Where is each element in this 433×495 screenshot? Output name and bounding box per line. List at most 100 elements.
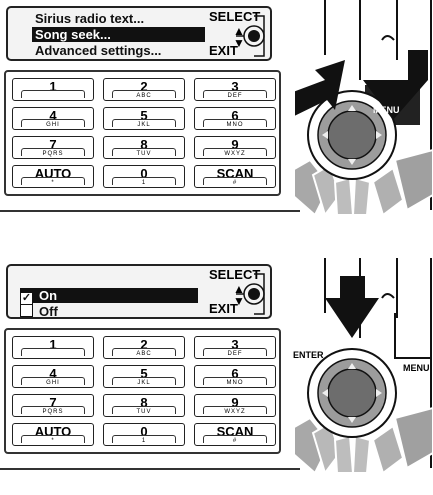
preset-key-sublabel: DEF (227, 351, 243, 357)
preset-key-sublabel: WXYZ (224, 409, 246, 415)
preset-key-sublabel: 1 (141, 438, 147, 444)
preset-key-sublabel: GHI (46, 380, 60, 386)
key-sublabel-frame (203, 406, 267, 414)
press-arrow-icon (325, 276, 379, 338)
key-sublabel-frame (21, 119, 85, 127)
press-arrow-icon (285, 50, 428, 120)
preset-key-0[interactable]: 1 (12, 336, 94, 359)
preset-key-sublabel: * (51, 180, 55, 186)
preset-key-label: 8 (140, 395, 148, 410)
key-sublabel-frame (21, 177, 85, 185)
menu-item-sirius-radio-text[interactable]: Sirius radio text... (35, 11, 145, 26)
preset-key-label: 4 (49, 366, 57, 381)
key-sublabel-frame (203, 148, 267, 156)
preset-key-label: AUTO (34, 424, 72, 439)
preset-key-label: 6 (231, 108, 239, 123)
key-sublabel-frame (203, 377, 267, 385)
display-screen: ✓On Off SELECT ▲▼ EXIT (6, 264, 272, 319)
enter-label: ENTER (293, 350, 324, 360)
menu-button-label: MENU (373, 105, 400, 115)
key-sublabel-frame (112, 377, 176, 385)
key-sublabel-frame (21, 406, 85, 414)
phone-icon (381, 35, 395, 41)
preset-key-11[interactable]: SCAN# (194, 423, 276, 446)
preset-key-label: 4 (49, 108, 57, 123)
display-screen: Sirius radio text... Song seek... Advanc… (6, 6, 272, 61)
preset-key-sublabel: JKL (137, 122, 151, 128)
preset-key-label: 3 (231, 79, 239, 94)
preset-key-0[interactable]: 1 (12, 78, 94, 101)
checkbox-empty-icon[interactable] (20, 304, 33, 317)
preset-key-sublabel: 1 (141, 180, 147, 186)
key-sublabel-frame (21, 348, 85, 356)
key-sublabel-frame (203, 435, 267, 443)
key-sublabel-frame (112, 119, 176, 127)
preset-key-sublabel: TUV (136, 409, 152, 415)
option-on[interactable]: ✓On (20, 288, 198, 305)
preset-key-label: SCAN (216, 166, 254, 181)
menu-item-advanced-settings[interactable]: Advanced settings... (35, 43, 162, 58)
preset-key-label: SCAN (216, 424, 254, 439)
option-off[interactable]: Off (20, 304, 198, 319)
menu-button-label: MENU (403, 363, 430, 373)
preset-key-sublabel: MNO (226, 380, 244, 386)
key-sublabel-frame (21, 148, 85, 156)
control-cluster-drawing (273, 258, 433, 476)
menu-item-song-seek[interactable]: Song seek... (32, 27, 205, 42)
up-down-icon: ▲▼ (233, 282, 245, 308)
preset-key-label: 0 (140, 424, 148, 439)
preset-key-sublabel: TUV (136, 151, 152, 157)
preset-key-label: 2 (140, 79, 148, 94)
control-cluster: MENU (273, 0, 433, 220)
select-label: SELECT (209, 267, 261, 282)
preset-key-9[interactable]: AUTO* (12, 165, 94, 188)
preset-key-label: 5 (140, 108, 148, 123)
key-sublabel-frame (112, 435, 176, 443)
select-label: SELECT (209, 9, 261, 24)
preset-key-label: 1 (49, 79, 57, 94)
control-cluster: ENTER MENU (273, 258, 433, 478)
preset-key-9[interactable]: AUTO* (12, 423, 94, 446)
preset-key-label: 8 (140, 137, 148, 152)
controller-symbol-icon (236, 15, 265, 57)
preset-key-sublabel: GHI (46, 122, 60, 128)
key-sublabel-frame (203, 90, 267, 98)
preset-key-label: 2 (140, 337, 148, 352)
preset-key-sublabel: WXYZ (224, 151, 246, 157)
key-sublabel-frame (21, 435, 85, 443)
preset-key-label: 9 (231, 395, 239, 410)
preset-key-sublabel: PQRS (42, 151, 64, 157)
option-off-label: Off (39, 304, 58, 319)
controller-knob-icon (307, 90, 397, 180)
phone-icon (381, 293, 395, 299)
preset-key-label: 1 (49, 337, 57, 352)
preset-key-label: 6 (231, 366, 239, 381)
key-sublabel-frame (21, 377, 85, 385)
preset-key-11[interactable]: SCAN# (194, 165, 276, 188)
key-sublabel-frame (21, 90, 85, 98)
preset-key-sublabel: JKL (137, 380, 151, 386)
preset-key-label: 3 (231, 337, 239, 352)
rotate-arrows-icon (273, 148, 433, 218)
key-sublabel-frame (203, 177, 267, 185)
